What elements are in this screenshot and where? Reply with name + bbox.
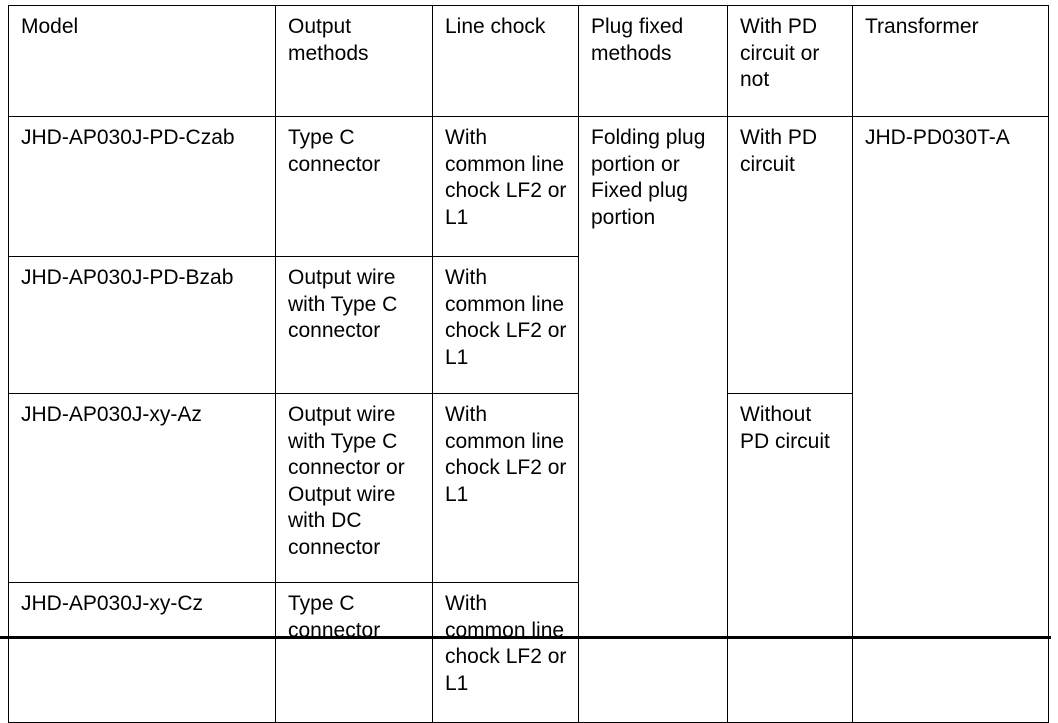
table-bottom-rule <box>0 636 1051 639</box>
cell-pd-circuit-without: Without PD circuit <box>727 393 853 723</box>
column-header-pd-circuit: With PD circuit or not <box>727 5 853 117</box>
column-header-transformer: Transformer <box>852 5 1049 117</box>
cell-model-row-4: JHD-AP030J-xy-Cz <box>8 582 276 723</box>
cell-model-row-1: JHD-AP030J-PD-Czab <box>8 116 276 257</box>
column-header-output-methods: Output methods <box>275 5 433 117</box>
cell-plug-fixed-methods-merged: Folding plug portion or Fixed plug porti… <box>578 116 728 723</box>
model-specification-table: Model Output methods Line chock Plug fix… <box>8 5 1049 723</box>
cell-line-chock-row-2: With common line chock LF2 or L1 <box>432 256 579 394</box>
cell-line-chock-row-1: With common line chock LF2 or L1 <box>432 116 579 257</box>
cell-pd-circuit-with: With PD circuit <box>727 116 853 394</box>
document-page: Model Output methods Line chock Plug fix… <box>0 5 1051 723</box>
cell-output-methods-row-3: Output wire with Type C connector or Out… <box>275 393 433 583</box>
cell-transformer-merged: JHD-PD030T-A <box>852 116 1049 723</box>
table-row: JHD-AP030J-PD-Czab Type C connector With… <box>8 116 1049 723</box>
cell-model-row-2: JHD-AP030J-PD-Bzab <box>8 256 276 394</box>
cell-line-chock-row-4: With common line chock LF2 or L1 <box>432 582 579 723</box>
column-header-model: Model <box>8 5 276 117</box>
column-header-line-chock: Line chock <box>432 5 579 117</box>
cell-output-methods-row-1: Type C connector <box>275 116 433 257</box>
cell-line-chock-row-3: With common line chock LF2 or L1 <box>432 393 579 583</box>
table-row: JHD-AP030J-PD-Bzab Output wire with Type… <box>8 256 1049 394</box>
cell-output-methods-row-4: Type C connector <box>275 582 433 723</box>
table-row: JHD-AP030J-xy-Az Output wire with Type C… <box>8 393 1049 723</box>
cell-output-methods-row-2: Output wire with Type C connector <box>275 256 433 394</box>
table-header-row: Model Output methods Line chock Plug fix… <box>8 5 1049 117</box>
cell-model-row-3: JHD-AP030J-xy-Az <box>8 393 276 583</box>
column-header-plug-fixed-methods: Plug fixed methods <box>578 5 728 117</box>
